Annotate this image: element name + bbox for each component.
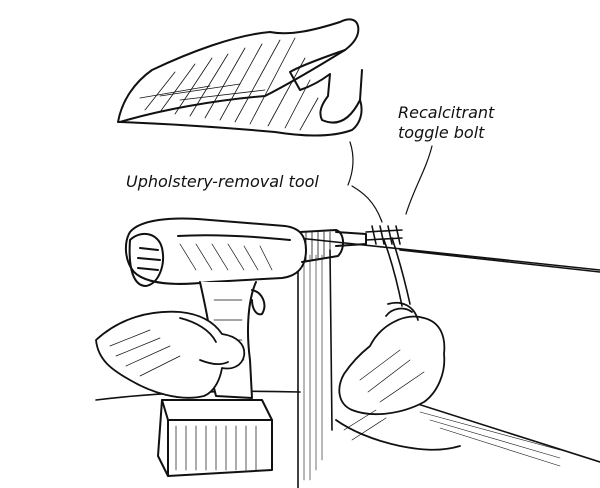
toggle-bolt-label-line1: Recalcitrant xyxy=(398,103,495,122)
toggle-bolt-label: Recalcitrant toggle bolt xyxy=(398,103,494,143)
left-hand-drawing xyxy=(95,310,246,399)
right-hand-drawing xyxy=(335,301,461,451)
toggle-bolt-label-line2: toggle bolt xyxy=(398,123,485,142)
blade-hatching xyxy=(139,37,319,131)
leader-lines xyxy=(347,141,433,223)
drill-drawing xyxy=(124,217,367,477)
toggle-bolt-drawing xyxy=(365,225,411,307)
wall-shading xyxy=(303,254,561,481)
upholstery-tool-drawing xyxy=(117,18,363,137)
wall-structure xyxy=(95,237,600,488)
drill-hatching xyxy=(175,243,273,471)
upholstery-tool-label: Upholstery-removal tool xyxy=(126,172,319,191)
